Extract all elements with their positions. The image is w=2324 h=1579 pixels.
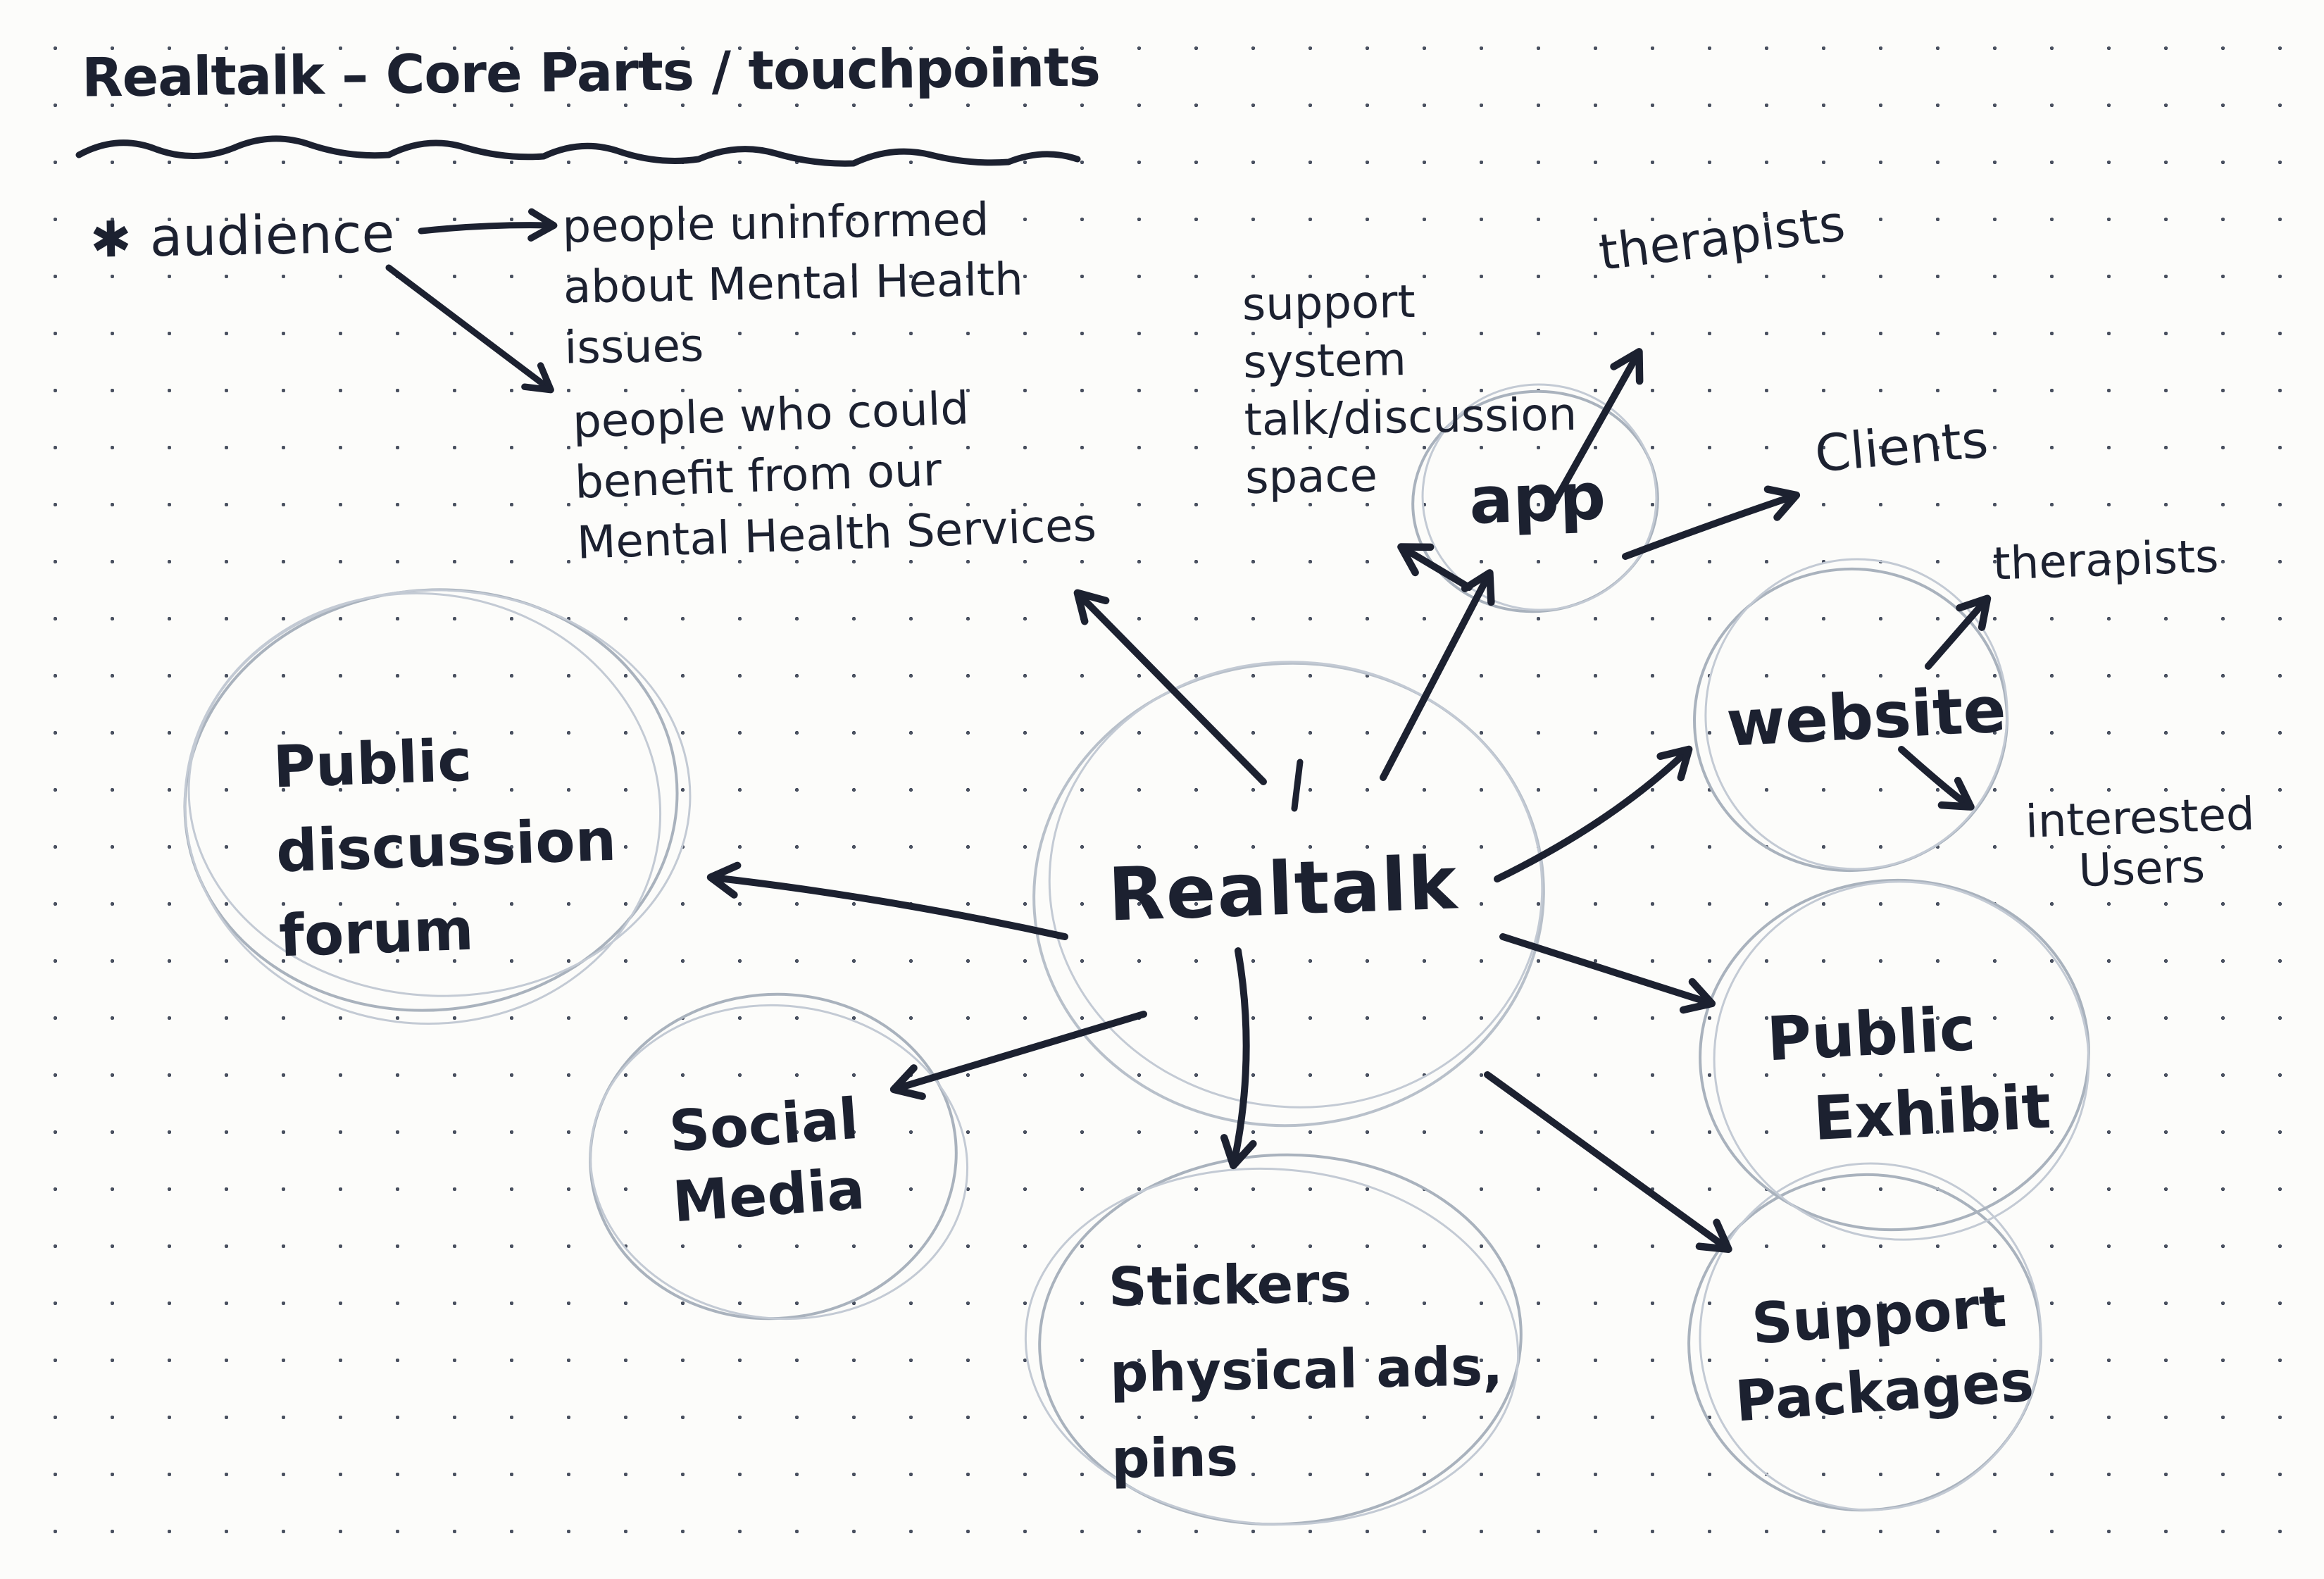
stray-mark xyxy=(1291,759,1304,812)
arrow-audience-to-benefit xyxy=(385,264,554,394)
arrow-realtalk-to-forum xyxy=(706,861,1068,940)
arrow-realtalk-to-stickers xyxy=(1220,947,1257,1170)
social-media-circle xyxy=(589,992,969,1321)
arrow-realtalk-to-exhibit xyxy=(1499,933,1716,1014)
node-support-packages: Support Packages xyxy=(1732,1273,2036,1435)
arrow-website-to-therapists xyxy=(1925,594,1992,670)
arrow-app-to-therapists xyxy=(1551,348,1644,505)
audience-label: audience xyxy=(149,201,395,269)
arrow-app-to-clients xyxy=(1622,485,1801,560)
realtalk-circle xyxy=(1032,661,1545,1128)
support-packages-circle xyxy=(1687,1162,2042,1512)
node-stickers-physical-ads-pins: Stickers physical ads, pins xyxy=(1108,1251,1504,1490)
node-website: website xyxy=(1724,673,2008,761)
website-target-interested-users: interested Users xyxy=(2024,788,2256,898)
arrow-realtalk-to-website xyxy=(1494,745,1693,882)
asterisk-bullet-icon: ✱ xyxy=(89,210,132,269)
website-circle xyxy=(1693,558,2008,873)
node-public-exhibit: Public Exhibit xyxy=(1765,994,2053,1157)
page-title: Realtalk – Core Parts / touchpoints xyxy=(81,35,1101,109)
node-realtalk: Realtalk xyxy=(1106,840,1460,938)
arrow-realtalk-to-support-packages xyxy=(1484,1071,1732,1254)
arrow-realtalk-to-app xyxy=(1380,569,1495,781)
node-social-media: Social Media xyxy=(667,1085,867,1235)
public-exhibit-circle xyxy=(1699,878,2090,1241)
arrow-website-to-users xyxy=(1898,746,1975,811)
arrow-audience-to-uninformed xyxy=(418,208,558,242)
website-target-therapists: therapists xyxy=(1992,530,2220,591)
stickers-circle xyxy=(1024,1153,1523,1526)
forum-circle xyxy=(183,588,692,1025)
node-public-discussion-forum: Public discussion forum xyxy=(272,727,618,971)
arrow-app-to-note xyxy=(1397,543,1473,591)
audience-heading: ✱ audience xyxy=(89,201,395,270)
audience-note-uninformed: people uninformed about Mental Health is… xyxy=(561,194,1024,375)
arrow-realtalk-to-social-media xyxy=(889,1011,1147,1100)
title-underline xyxy=(75,135,1081,167)
app-circle xyxy=(1411,383,1659,613)
audience-note-benefit: people who could benefit from our Mental… xyxy=(571,382,1098,570)
arrow-realtalk-to-audience-notes xyxy=(1073,589,1267,785)
node-app: app xyxy=(1468,458,1607,539)
